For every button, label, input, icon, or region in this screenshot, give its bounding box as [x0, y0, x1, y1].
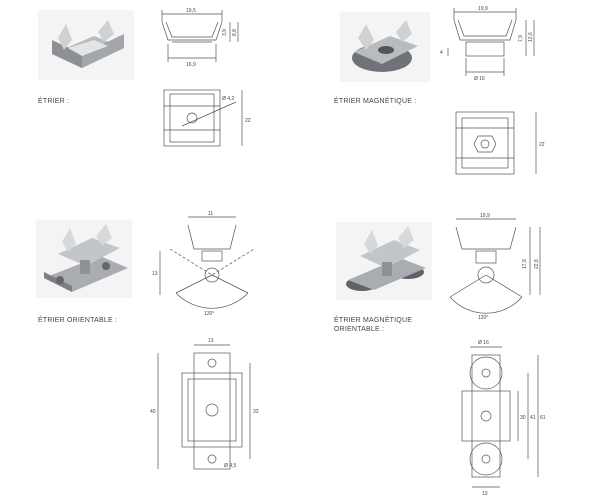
dim-mo-l1: 30	[520, 415, 526, 421]
dim-ori-hole: Ø 4,5	[224, 463, 236, 469]
etrier-orientable-photo	[36, 220, 132, 298]
dim-ori-base: 13	[208, 338, 214, 344]
etrier-orientable-label: ÉTRIER ORIENTABLE :	[38, 317, 118, 324]
dim-mo-inner: 17,9	[522, 259, 528, 269]
dim-mag-top: 19,9	[478, 6, 488, 12]
etrier-magnetique-orientable-photo	[336, 222, 432, 300]
dim-mag-outer: 12,6	[528, 32, 534, 42]
dim-mo-l2: 41	[530, 415, 536, 421]
dim-ori-top: 11	[208, 211, 213, 217]
dim-mag-length: 22	[539, 142, 545, 148]
dim-mag-diameter: Ø 16	[474, 76, 485, 82]
dim-mag-inner: 7,9	[518, 35, 524, 42]
dim-mo-angle: 120°	[478, 315, 488, 321]
dim-etrier-top: 19,5	[186, 8, 196, 14]
dim-ori-height: 13	[152, 271, 158, 277]
label-line-1: ÉTRIER MAGNÉTIQUE	[334, 317, 413, 324]
dim-etrier-bottom: 16,9	[186, 62, 196, 68]
etrier-magnetique-label: ÉTRIER MAGNÉTIQUE :	[334, 98, 417, 105]
etrier-photo	[38, 10, 134, 80]
dim-ori-inner: 33	[253, 409, 259, 415]
dim-etrier-inner: 3,9	[222, 29, 228, 36]
dim-mo-top: 19,9	[480, 213, 490, 219]
dim-mag-small: 4	[440, 50, 443, 56]
etrier-magnetique-photo	[340, 12, 430, 82]
etrier-magnetique-orientable-drawing: 19,9 17,9 22,8 120° Ø 16 30 41 61 13	[449, 213, 546, 497]
dim-mo-base: 13	[482, 491, 488, 497]
dim-etrier-length: 22	[245, 118, 251, 124]
dim-mo-l3: 61	[540, 415, 546, 421]
dim-mo-outer: 22,8	[534, 259, 540, 269]
etrier-magnetique-drawing: 19,9 Ø 16 4 7,9 12,6 22	[440, 6, 545, 175]
etrier-orientable-drawing: 11 13 120° 13 40 33 Ø 4,5	[150, 211, 259, 470]
etrier-magnetique-orientable-label: ÉTRIER MAGNÉTIQUE ORIENTABLE :	[334, 316, 412, 334]
dim-mo-diameter: Ø 16	[478, 340, 489, 346]
dim-etrier-outer: 8,8	[232, 29, 238, 36]
etrier-drawing: 19,5 16,9 3,9 8,8 Ø 4,2 22	[161, 8, 251, 147]
dim-ori-angle: 120°	[204, 311, 214, 317]
dim-ori-length: 40	[150, 409, 156, 415]
dim-etrier-hole: Ø 4,2	[222, 96, 234, 102]
etrier-label: ÉTRIER :	[38, 98, 70, 105]
label-line-2: ORIENTABLE :	[334, 326, 385, 333]
